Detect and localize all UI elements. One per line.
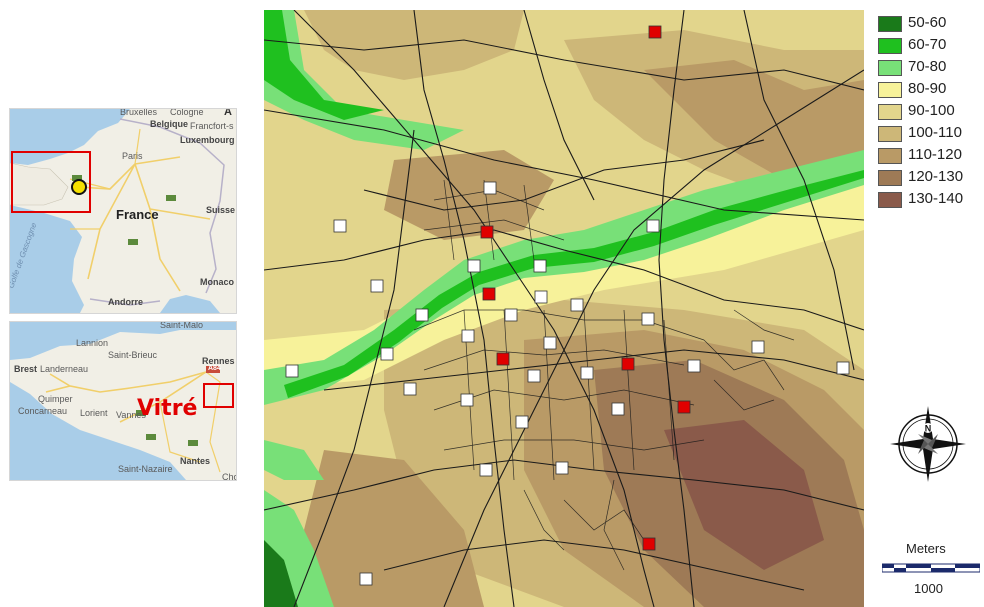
white-sampling-marker — [611, 402, 625, 416]
vitre-label: Vitré — [137, 396, 198, 421]
quimper-label: Quimper — [38, 394, 73, 404]
brest-label: Brest — [14, 364, 38, 374]
road-badge-a84: A84 — [208, 365, 221, 372]
france-label: France — [116, 207, 159, 222]
sampling-markers — [285, 25, 850, 586]
white-sampling-marker — [533, 259, 547, 273]
legend-label: 80-90 — [908, 80, 947, 97]
elevation-map — [264, 10, 864, 607]
white-sampling-marker — [333, 219, 347, 233]
white-sampling-marker — [687, 359, 701, 373]
white-sampling-marker — [646, 219, 660, 233]
location-marker-icon — [71, 179, 87, 195]
andorre-label: Andorre — [108, 297, 144, 307]
legend-swatch — [878, 126, 902, 142]
cho-label: Cho — [222, 472, 237, 481]
belgique-label: Belgique — [150, 119, 189, 129]
legend-label: 70-80 — [908, 58, 947, 75]
a-label: A — [224, 108, 232, 118]
france-inset-map: Bruxelles Cologne A Belgique Francfort-s… — [9, 108, 237, 314]
white-sampling-marker — [467, 259, 481, 273]
red-sampling-marker — [482, 287, 496, 301]
white-sampling-marker — [543, 336, 557, 350]
white-sampling-marker — [370, 279, 384, 293]
legend-swatch — [878, 148, 902, 164]
north-arrow-icon: N — [888, 404, 968, 484]
scale-bar: Meters 1000 — [878, 541, 982, 601]
legend-swatch — [878, 104, 902, 120]
red-sampling-marker — [621, 357, 635, 371]
landerneau-label: Landerneau — [40, 364, 89, 374]
white-sampling-marker — [415, 308, 429, 322]
white-sampling-marker — [641, 312, 655, 326]
monaco-label: Monaco — [200, 277, 235, 287]
white-sampling-marker — [380, 347, 394, 361]
white-sampling-marker — [403, 382, 417, 396]
scale-value: 1000 — [914, 581, 943, 596]
legend-label: 90-100 — [908, 102, 955, 119]
white-sampling-marker — [479, 463, 493, 477]
legend-swatch — [878, 16, 902, 32]
red-sampling-marker — [480, 225, 494, 239]
legend-label: 120-130 — [908, 168, 964, 185]
bruxelles-label: Bruxelles — [120, 108, 158, 117]
legend-label: 50-60 — [908, 14, 947, 31]
suisse-label: Suisse — [206, 205, 236, 215]
francfort-label: Francfort-s — [190, 121, 234, 131]
white-sampling-marker — [836, 361, 850, 375]
road-network — [264, 10, 864, 607]
legend-swatch — [878, 170, 902, 186]
cologne-label: Cologne — [170, 108, 204, 117]
red-sampling-marker — [642, 537, 656, 551]
north-letter: N — [925, 424, 932, 434]
brittany-inset-map: Saint-Malo Lannion Saint-Brieuc Brest La… — [9, 321, 237, 481]
white-sampling-marker — [359, 572, 373, 586]
vitre-highlight-box — [203, 383, 234, 408]
saint-brieuc-label: Saint-Brieuc — [108, 350, 158, 360]
legend-label: 130-140 — [908, 190, 964, 207]
concarneau-label: Concarneau — [18, 406, 68, 416]
white-sampling-marker — [285, 364, 299, 378]
compass-rose: N — [890, 406, 966, 482]
legend-swatch — [878, 60, 902, 76]
legend-label: 110-120 — [908, 146, 962, 163]
brittany-inset-background — [10, 322, 236, 480]
legend-swatch — [878, 82, 902, 98]
white-sampling-marker — [555, 461, 569, 475]
nantes-label: Nantes — [180, 456, 211, 466]
white-sampling-marker — [570, 298, 584, 312]
region-highlight-box — [11, 151, 91, 213]
white-sampling-marker — [483, 181, 497, 195]
red-sampling-marker — [496, 352, 510, 366]
elevation-raster — [264, 10, 864, 607]
legend-label: 100-110 — [908, 124, 962, 141]
scale-bar-graphic — [882, 563, 980, 573]
saint-malo-label: Saint-Malo — [160, 321, 204, 330]
legend-swatch — [878, 38, 902, 54]
red-sampling-marker — [648, 25, 662, 39]
white-sampling-marker — [580, 366, 594, 380]
saint-nazaire-label: Saint-Nazaire — [118, 464, 173, 474]
white-sampling-marker — [527, 369, 541, 383]
lorient-label: Lorient — [80, 408, 108, 418]
luxembourg-label: Luxembourg — [180, 135, 235, 145]
legend-swatch — [878, 192, 902, 208]
white-sampling-marker — [504, 308, 518, 322]
vannes-label: Vannes — [116, 410, 146, 420]
white-sampling-marker — [751, 340, 765, 354]
paris-label: Paris — [122, 151, 143, 161]
scale-title: Meters — [906, 541, 946, 556]
rennes-label: Rennes — [202, 356, 235, 366]
red-sampling-marker — [677, 400, 691, 414]
white-sampling-marker — [460, 393, 474, 407]
white-sampling-marker — [515, 415, 529, 429]
white-sampling-marker — [461, 329, 475, 343]
white-sampling-marker — [534, 290, 548, 304]
lannion-label: Lannion — [76, 338, 109, 348]
legend-label: 60-70 — [908, 36, 947, 53]
